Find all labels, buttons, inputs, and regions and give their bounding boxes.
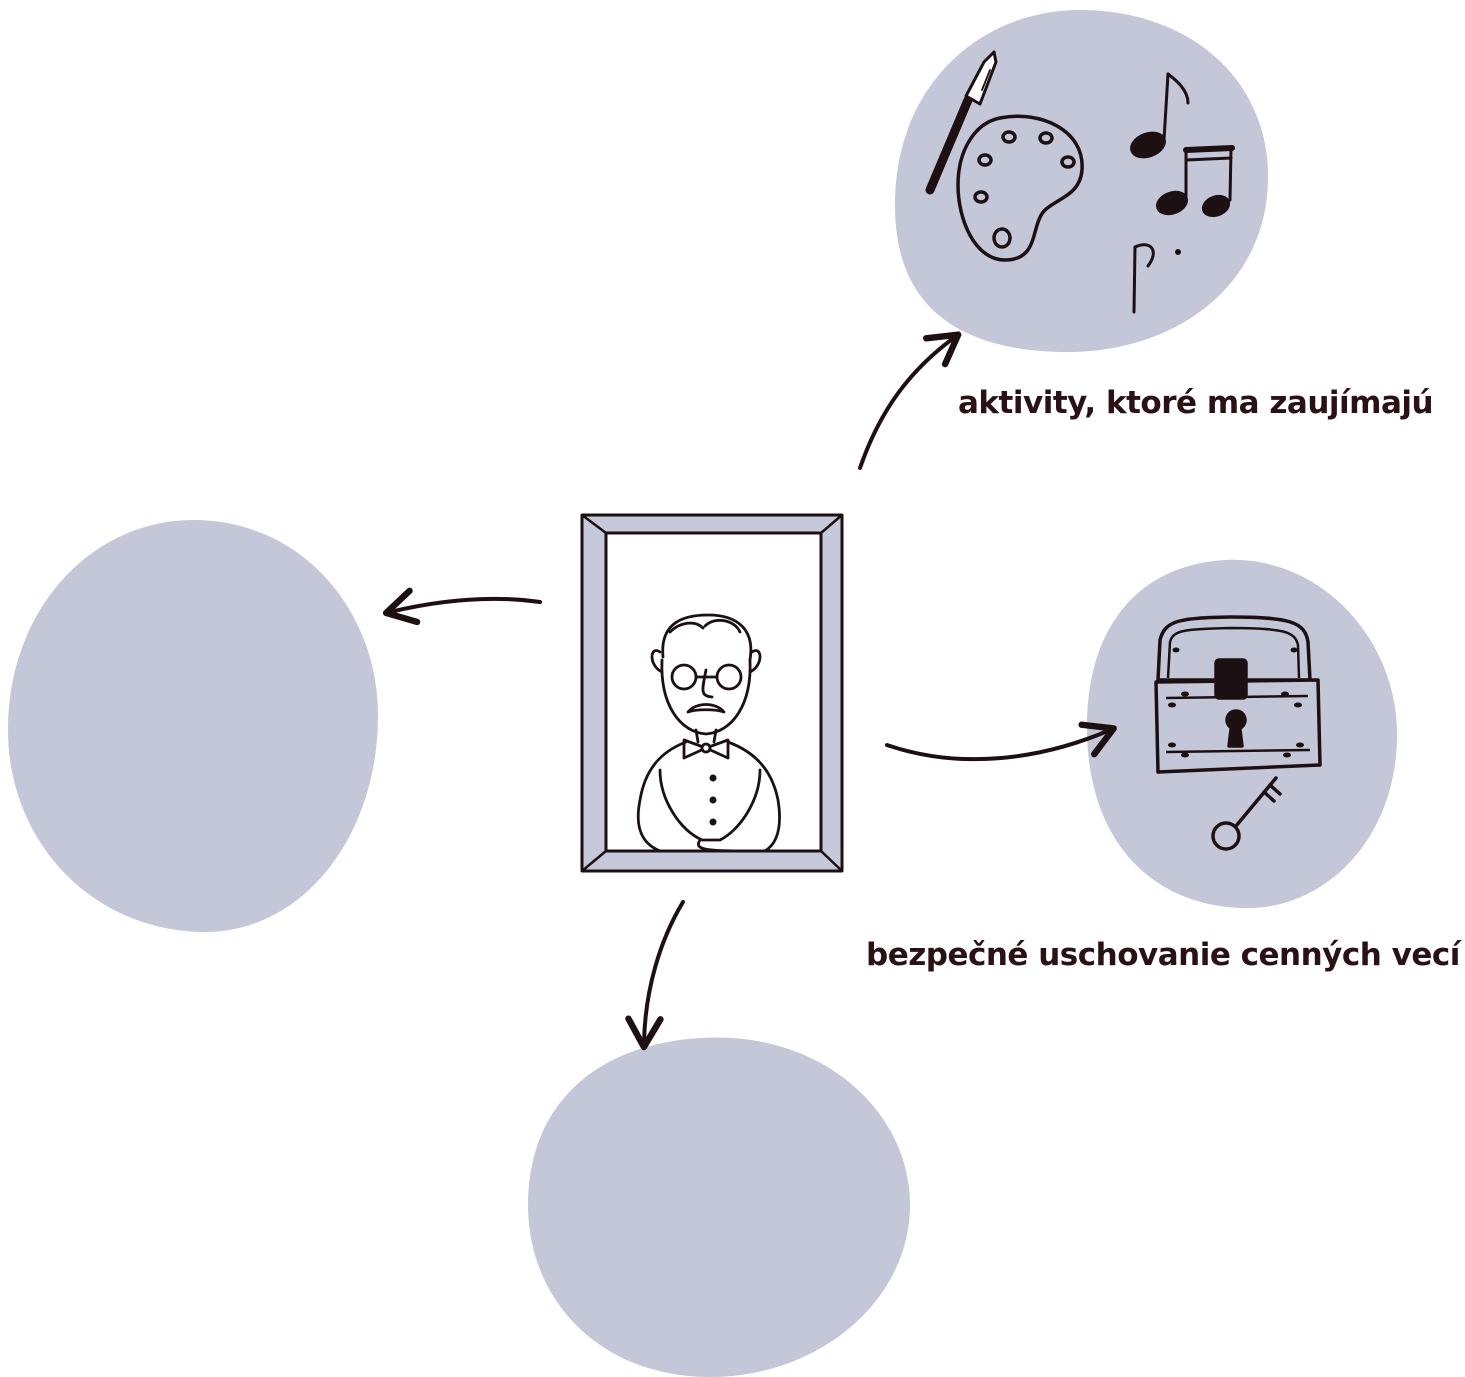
arrow-to-activities bbox=[858, 331, 962, 470]
treasure-chest-icon bbox=[1154, 615, 1322, 774]
paintbrush-icon bbox=[925, 50, 998, 195]
arrow-to-bottom bbox=[625, 900, 685, 1051]
arrow-to-left bbox=[382, 587, 542, 626]
label-safekeeping: bezpečné uschovanie cenných vecí bbox=[866, 937, 1460, 973]
blob-left bbox=[8, 519, 379, 933]
blob-bottom bbox=[528, 1037, 910, 1377]
label-activities: aktivity, ktoré ma zaujímajú bbox=[958, 385, 1434, 421]
framed-portrait-grandfather-icon bbox=[580, 513, 844, 873]
palette-icon bbox=[956, 114, 1084, 262]
arrow-to-safekeeping bbox=[885, 721, 1117, 762]
key-icon bbox=[1211, 776, 1282, 851]
music-notes-icon bbox=[1130, 72, 1235, 314]
blob-activities bbox=[894, 10, 1269, 353]
